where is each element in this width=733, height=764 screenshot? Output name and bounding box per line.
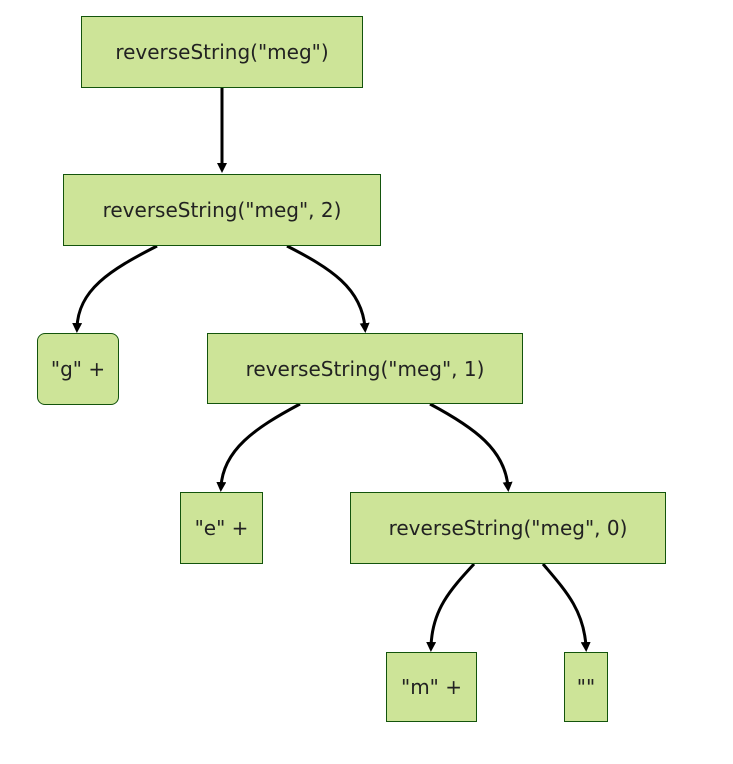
- node-reverse-string-meg-2: reverseString("meg", 2): [63, 174, 381, 246]
- node-e-plus: "e" +: [180, 492, 263, 564]
- edge-call2-to-call1: [286, 244, 370, 333]
- node-g-plus: "g" +: [37, 333, 119, 405]
- node-m-plus: "m" +: [386, 652, 477, 722]
- node-reverse-string-meg: reverseString("meg"): [81, 16, 363, 88]
- edge-call1-to-e: [216, 402, 301, 492]
- node-reverse-string-meg-0: reverseString("meg", 0): [350, 492, 666, 564]
- node-reverse-string-meg-1: reverseString("meg", 1): [207, 333, 523, 404]
- edge-call0-to-m: [426, 562, 476, 652]
- edge-call2-to-g: [72, 244, 158, 333]
- edge-call0-to-empty: [541, 563, 591, 652]
- node-empty-string: "": [564, 652, 608, 722]
- edge-call1-to-call0: [429, 402, 513, 492]
